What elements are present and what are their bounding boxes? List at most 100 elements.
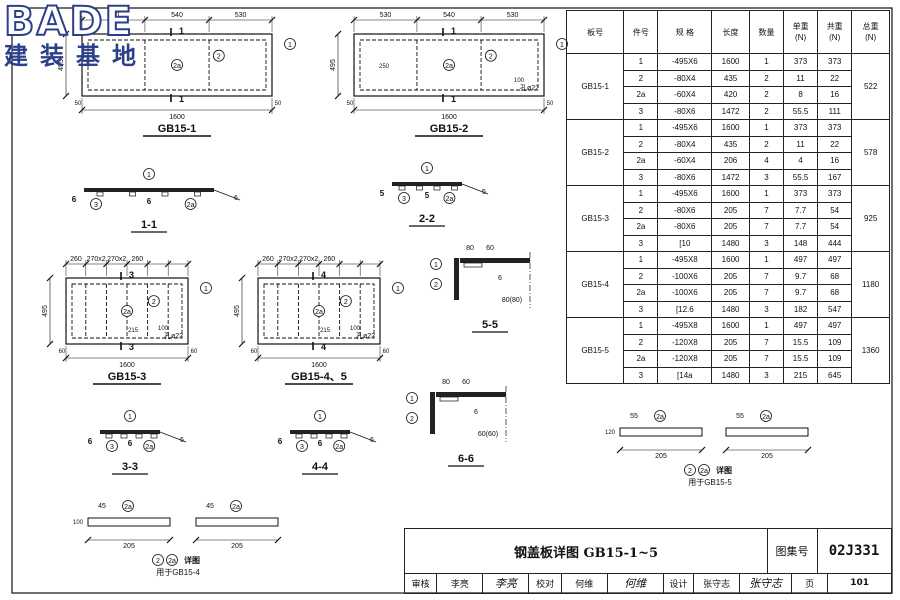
review-label: 审核 (405, 573, 438, 593)
weld-label: 6 (474, 409, 478, 416)
table-cell: 373 (817, 53, 853, 71)
rib-section (416, 185, 423, 191)
dim-height-label: 495 (330, 59, 337, 71)
table-cell: 54 (817, 201, 853, 219)
callout-label: 2 (410, 416, 414, 423)
callout-circle (166, 554, 178, 566)
table-cell: 16 (817, 152, 853, 170)
dim-top-label: 260 (131, 256, 143, 263)
table-cell: 15.5 (783, 333, 819, 351)
table-cell: 2 (748, 135, 785, 153)
table-cell: -60X4 (657, 152, 713, 170)
plan-title: GB15-1 (158, 123, 197, 135)
table-cell: 1600 (711, 251, 750, 269)
dim-tick (46, 340, 54, 348)
table-cell: 205 (711, 333, 750, 351)
table-cell: 3 (748, 300, 785, 318)
rib-section (340, 433, 348, 439)
table-cell: -495X8 (657, 251, 713, 269)
table-cell: -80X6 (657, 201, 713, 219)
table-cell: 7 (748, 201, 785, 219)
table-cell: -100X6 (657, 284, 713, 302)
table-cell: -120X8 (657, 333, 713, 351)
callout-label: 2 (217, 54, 221, 61)
callout-circle (333, 440, 346, 452)
callout-circle (143, 168, 155, 180)
table-cell: 420 (711, 86, 750, 104)
callout-circle (106, 440, 118, 452)
dim-tick (62, 92, 70, 100)
detail-length: 205 (655, 453, 667, 460)
callout-label: 2a (173, 63, 181, 70)
table-cell: 2 (623, 333, 659, 351)
dim-tick (84, 536, 92, 544)
plate-section (84, 188, 214, 192)
dim-tick (46, 274, 54, 282)
dim-215-label: 215 (320, 328, 331, 334)
dim-tick (334, 92, 342, 100)
table-cell: 22 (817, 135, 853, 153)
plan-title: GB15-3 (108, 371, 147, 383)
callout-label: 2a (700, 468, 708, 475)
table-cell: 373 (817, 119, 853, 137)
dim-total-label: 1600 (441, 114, 457, 121)
callout-label: 2a (123, 309, 131, 316)
plate-section (290, 430, 350, 434)
title-block: 钢盖板详图 GB15-1~5 图集号 02J331 审核 李亮 李亮 校对 何维… (404, 528, 892, 594)
weld-label: 6 (180, 437, 184, 444)
section-title: 1-1 (141, 219, 157, 231)
dim-tick (334, 30, 342, 38)
section-number: 4 (321, 270, 326, 280)
table-cell: 205 (711, 218, 750, 236)
design-name: 张守志 (694, 573, 741, 593)
table-cell: 2a (623, 152, 659, 170)
callout-circle (430, 258, 442, 270)
rib-section (463, 262, 483, 268)
table-cell: 645 (817, 366, 853, 384)
total-weight: 1180 (851, 251, 890, 318)
callout-label: 2a (335, 444, 343, 451)
dim-total-label: 1600 (311, 362, 327, 369)
weld-mark: 6 (318, 439, 323, 448)
callout-label: 2a (315, 309, 323, 316)
detail-height: 100 (73, 520, 84, 526)
dim-top-label: 260 (323, 256, 335, 263)
dim-tick (238, 340, 246, 348)
dim-tick (616, 446, 624, 454)
weld-mark: 5 (425, 191, 430, 200)
section-number: 3 (129, 270, 134, 280)
review-name: 李亮 (437, 573, 484, 593)
rib-section (325, 433, 333, 439)
table-cell: 8 (783, 86, 819, 104)
table-cell: 1600 (711, 53, 750, 71)
section-number: 1 (179, 94, 184, 104)
table-cell: 182 (783, 300, 819, 318)
plate-number: GB15-5 (565, 317, 625, 384)
table-cell: 373 (817, 185, 853, 203)
dim-100-label: 100 (158, 326, 169, 332)
table-cell: 435 (711, 135, 750, 153)
dim-tick (722, 446, 730, 454)
table-cell: 206 (711, 152, 750, 170)
total-weight: 522 (851, 53, 890, 120)
table-cell: -120X8 (657, 350, 713, 368)
table-cell: 16 (817, 86, 853, 104)
plate-number: GB15-4 (565, 251, 625, 318)
dim-edge-label: 50 (275, 101, 282, 107)
detail-plate (195, 517, 279, 527)
callout-circle (171, 59, 183, 71)
table-cell: -80X6 (657, 168, 713, 186)
table-cell: 215 (783, 366, 819, 384)
plate-section (100, 430, 160, 434)
table-cell: 1 (623, 317, 659, 335)
